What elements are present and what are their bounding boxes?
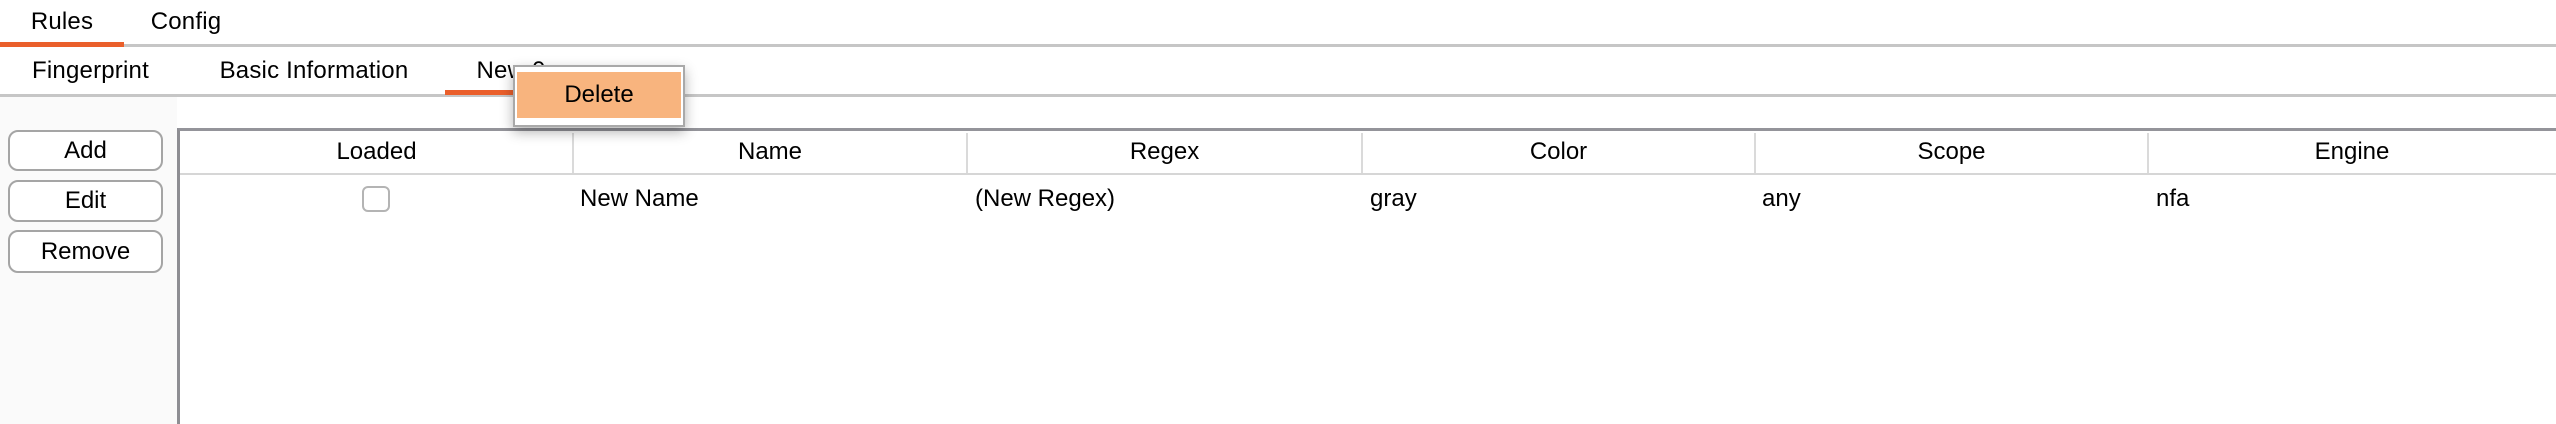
table-header: Loaded Name Regex Color Scope Engine — [180, 131, 2556, 175]
remove-button[interactable]: Remove — [8, 230, 163, 273]
tab-config-label: Config — [150, 8, 222, 35]
header-divider — [572, 133, 574, 173]
column-header-engine[interactable]: Engine — [2314, 138, 2390, 165]
rules-table: Loaded Name Regex Color Scope Engine New… — [177, 128, 2556, 424]
tab-fingerprint[interactable]: Fingerprint — [0, 47, 181, 94]
table-row[interactable]: New Name (New Regex) gray any nfa — [180, 175, 2556, 223]
tab-basic-information[interactable]: Basic Information — [181, 47, 447, 94]
header-divider — [2147, 133, 2149, 173]
column-header-color[interactable]: Color — [1529, 138, 1588, 165]
cell-color: gray — [1370, 185, 1417, 212]
tab-basic-information-label: Basic Information — [219, 56, 409, 84]
edit-button[interactable]: Edit — [8, 180, 163, 222]
tab-rules-label: Rules — [30, 8, 94, 35]
menu-item-delete[interactable]: Delete — [517, 72, 681, 118]
add-button[interactable]: Add — [8, 130, 163, 171]
header-divider — [1754, 133, 1756, 173]
cell-name: New Name — [580, 185, 699, 212]
context-menu: Delete — [513, 65, 685, 127]
tab-fingerprint-label: Fingerprint — [32, 56, 149, 84]
tab-rules[interactable]: Rules — [0, 0, 124, 44]
header-divider — [966, 133, 968, 173]
cell-engine: nfa — [2156, 185, 2190, 212]
active-tab-indicator-primary — [0, 42, 124, 47]
cell-regex: (New Regex) — [975, 185, 1116, 212]
active-tab-indicator-secondary — [445, 90, 575, 95]
primary-tab-bar: Rules Config — [0, 0, 2556, 47]
loaded-checkbox[interactable] — [362, 186, 390, 212]
column-header-name[interactable]: Name — [737, 138, 803, 165]
header-divider — [1361, 133, 1363, 173]
column-header-scope[interactable]: Scope — [1917, 138, 1986, 165]
secondary-tab-bar: Fingerprint Basic Information New 0 — [0, 47, 2556, 97]
column-header-loaded[interactable]: Loaded — [336, 138, 417, 165]
column-header-regex[interactable]: Regex — [1129, 138, 1200, 165]
cell-scope: any — [1762, 185, 1801, 212]
tab-config[interactable]: Config — [124, 0, 248, 44]
